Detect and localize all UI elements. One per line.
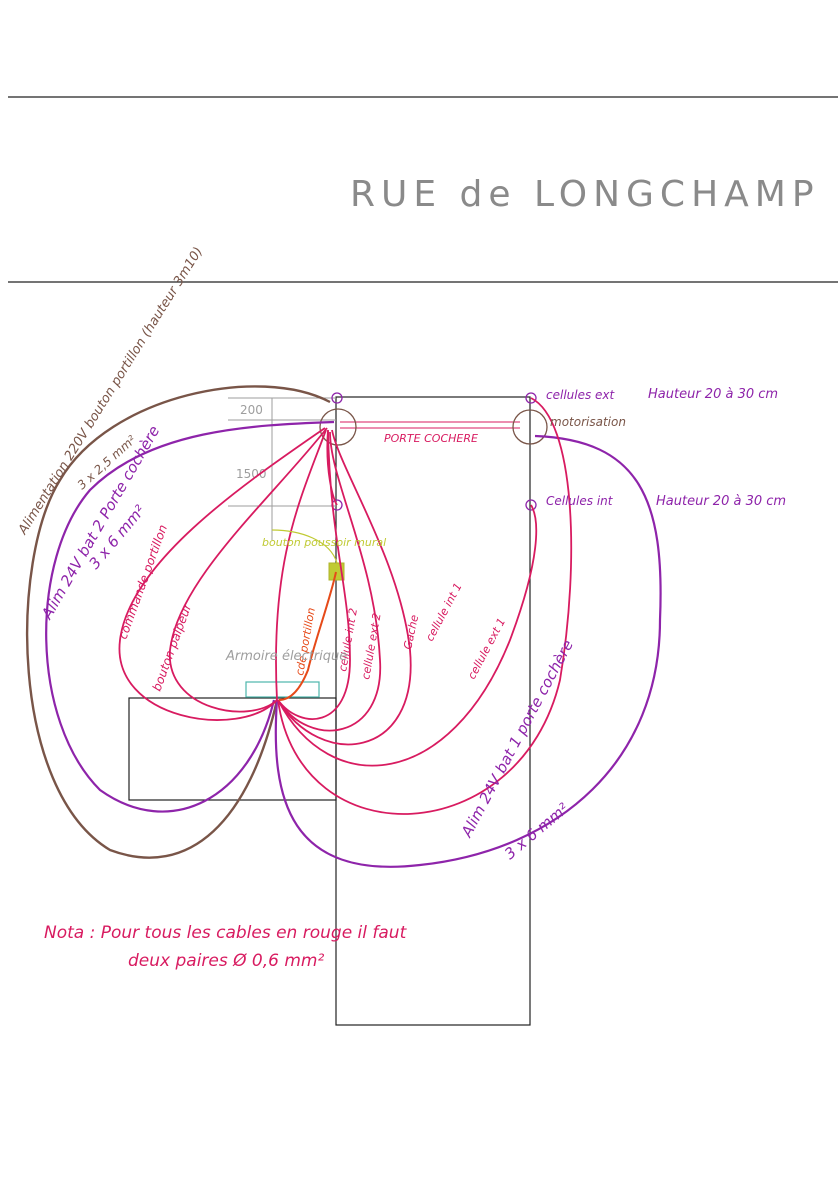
label-sensor-int-height: Hauteur 20 à 30 cm <box>656 494 786 509</box>
label-cabinet: Armoire électrique <box>225 649 347 664</box>
note-line-2: deux paires Ø 0,6 mm² <box>128 951 324 971</box>
cable-bouton-palpeur <box>169 427 328 713</box>
sensor-ext-right-icon <box>525 392 537 404</box>
label-sensor-int: Cellules int <box>546 494 614 508</box>
cable-cellule-int1 <box>277 504 538 767</box>
cabinet-room-rect <box>128 697 337 801</box>
cable-alim-bat1 <box>274 434 662 868</box>
street-name: RUE de LONGCHAMP <box>350 174 820 215</box>
red-cable-bundle <box>118 397 573 815</box>
label-sensor-ext-height: Hauteur 20 à 30 cm <box>648 387 778 402</box>
sensor-int-right-icon <box>525 499 537 511</box>
cable-alim-bat2 <box>45 420 335 813</box>
label-cellule-int1: cellule int 1 <box>423 581 465 644</box>
cable-cde-portillon <box>278 571 337 701</box>
label-wall-button: bouton poussoir mural <box>262 536 386 549</box>
post-right-icon <box>512 409 548 445</box>
post-left-icon <box>319 408 357 446</box>
cable-cellule-ext1 <box>277 397 573 815</box>
cable-cmd-portillon <box>118 427 326 721</box>
cable-cellule-ext2 <box>277 431 381 732</box>
label-motor: motorisation <box>550 415 626 429</box>
label-cellule-ext1: cellule ext 1 <box>465 616 508 682</box>
cable-alim-220v <box>26 385 331 859</box>
cable-cellule-int2 <box>277 429 351 720</box>
label-alim-bat1-2: 3 x 6 mm² <box>501 799 572 863</box>
cable-gache <box>277 429 412 746</box>
dimension-1500: 1500 <box>236 467 267 481</box>
dimension-guides <box>228 397 336 540</box>
gate-label: PORTE COCHERE <box>384 432 478 445</box>
cabinet-icon <box>245 681 320 698</box>
label-cde-portillon: cde portillon <box>293 607 318 677</box>
note-line-1: Nota : Pour tous les cables en rouge il … <box>44 923 408 943</box>
label-bouton-palpeur: bouton palpeur <box>150 601 195 693</box>
sensor-ext-left-icon <box>331 392 343 404</box>
label-sensor-ext: cellules ext <box>546 388 616 402</box>
wire-wall-button <box>271 529 338 564</box>
dimension-200: 200 <box>240 403 263 417</box>
